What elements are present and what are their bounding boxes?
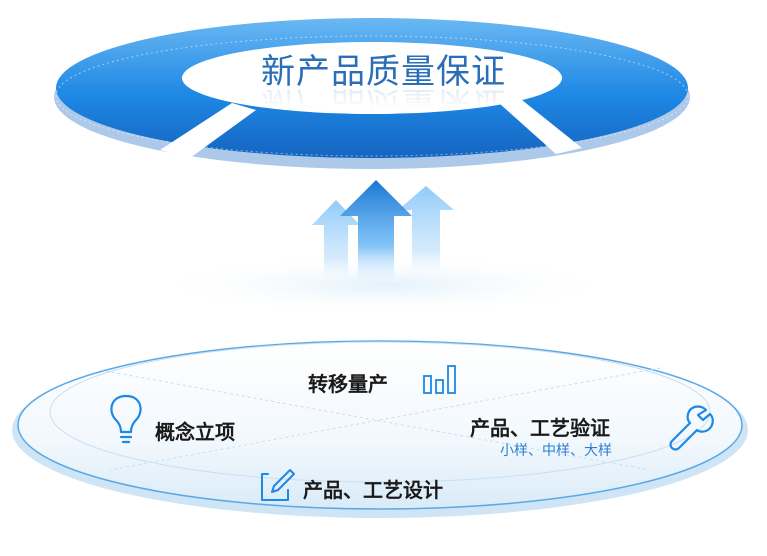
top-ring	[54, 18, 690, 169]
page-title: 新产品质量保证	[261, 52, 506, 92]
top-ring-separator-left	[160, 103, 256, 158]
stage-validation-subtitle: 小样、中样、大样	[500, 443, 612, 459]
stage-design: 产品、工艺设计	[303, 478, 443, 502]
bottom-plate	[12, 340, 748, 518]
edit-icon	[261, 469, 295, 501]
arrow-left	[312, 200, 360, 285]
stage-concept: 概念立项	[155, 420, 235, 444]
top-ring-separator-right	[500, 100, 582, 154]
bottom-plate-inner-ring	[49, 341, 711, 483]
top-ring-dotted-line	[55, 35, 689, 157]
bottom-plate-body	[17, 340, 743, 510]
wrench-icon	[669, 405, 714, 451]
bar-chart-icon	[423, 365, 456, 394]
top-ring-center	[182, 42, 562, 114]
arrow-right	[398, 186, 454, 280]
title-reflection: 新产品质量保证	[261, 83, 506, 123]
lightbulb-icon	[110, 394, 142, 444]
stage-mass-production: 转移量产	[308, 372, 388, 396]
stage-validation: 产品、工艺验证	[470, 416, 610, 440]
arrow-center	[340, 180, 412, 290]
upward-arrows	[312, 180, 454, 290]
